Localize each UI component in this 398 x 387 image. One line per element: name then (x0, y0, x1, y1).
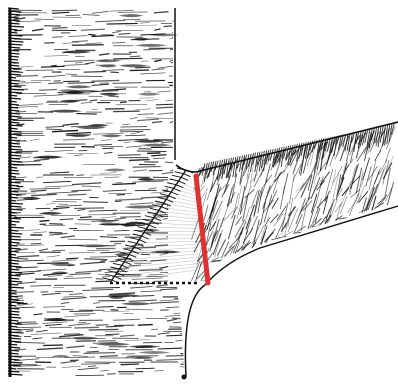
collar-marker (182, 375, 187, 380)
trunk (8, 8, 205, 377)
